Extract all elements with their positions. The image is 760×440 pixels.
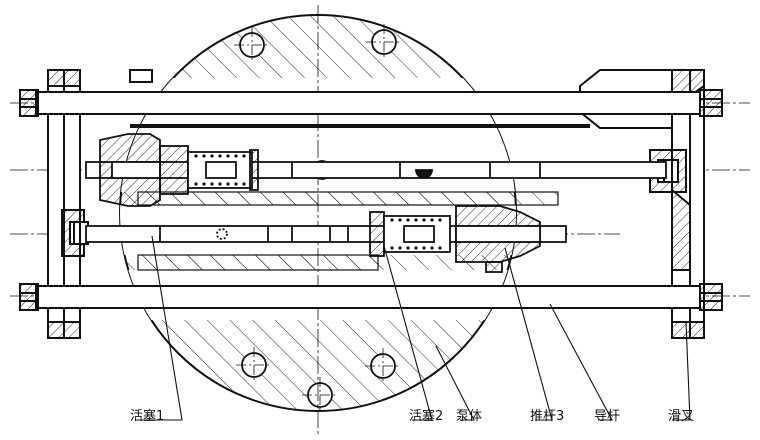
lower-rod-assembly [85,205,567,273]
leader-lines [135,235,691,421]
label-pump-body: 泵体 [456,409,483,424]
label-slide-fork: 滑叉 [668,409,695,424]
label-push-rod-3: 推杆3 [530,409,565,424]
label-piston-1: 活塞1 [130,409,165,424]
left-frame [47,69,153,339]
guide-rods [19,89,723,311]
upper-rod-assembly [85,133,667,207]
label-guide-rod: 导杆 [594,409,621,424]
label-piston-2: 活塞2 [409,409,444,424]
